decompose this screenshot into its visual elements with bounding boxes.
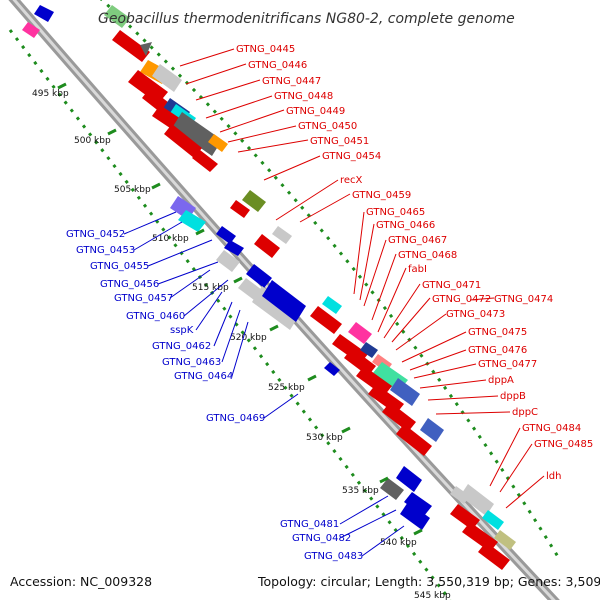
gene-label[interactable]: GTNG_0453 xyxy=(76,245,135,256)
gene-label[interactable]: GTNG_0485 xyxy=(534,439,593,450)
gene-label[interactable]: GTNG_0469 xyxy=(206,413,265,424)
reverse-gene-labels: GTNG_0452 GTNG_0453 GTNG_0455 GTNG_0456 … xyxy=(66,229,363,562)
gene-label[interactable]: GTNG_0475 xyxy=(468,327,527,338)
kbp-label: 495 kbp xyxy=(32,89,69,99)
gc-track-inner xyxy=(8,29,452,600)
gene-label[interactable]: GTNG_0463 xyxy=(162,357,221,368)
gene-label[interactable]: GTNG_0468 xyxy=(398,250,457,261)
accession-text: Accession: NC_009328 xyxy=(10,574,152,589)
kbp-label: 540 kbp xyxy=(380,538,417,548)
kbp-label: 535 kbp xyxy=(342,486,379,496)
gene-label[interactable]: GTNG_0465 xyxy=(366,207,425,218)
kbp-label: 500 kbp xyxy=(74,136,111,146)
reverse-strand-features xyxy=(22,5,432,530)
kbp-label: 545 kbp xyxy=(414,591,451,600)
gene-label[interactable]: GTNG_0456 xyxy=(100,279,159,290)
kbp-label: 510 kbp xyxy=(152,234,189,244)
gene-label[interactable]: GTNG_0446 xyxy=(248,60,307,71)
kbp-label: 525 kbp xyxy=(268,383,305,393)
gene-label[interactable]: GTNG_0449 xyxy=(286,106,345,117)
reverse-gene-leaders xyxy=(123,211,405,557)
gene-label[interactable]: ldh xyxy=(546,471,561,482)
gene-label[interactable]: GTNG_0445 xyxy=(236,44,295,55)
gene-label[interactable]: sspK xyxy=(170,325,194,336)
kbp-label: 505 kbp xyxy=(114,185,151,195)
gene-label[interactable]: GTNG_0457 xyxy=(114,293,173,304)
gene-label[interactable]: GTNG_0483 xyxy=(304,551,363,562)
gene-label[interactable]: GTNG_0460 xyxy=(126,311,185,322)
kbp-label: 515 kbp xyxy=(192,283,229,293)
gene-label[interactable]: GTNG_0464 xyxy=(174,371,233,382)
forward-gene-leaders xyxy=(179,48,545,509)
kbp-label: 520 kbp xyxy=(230,333,267,343)
forward-gene-labels: GTNG_0445 GTNG_0446 GTNG_0447 GTNG_0448 … xyxy=(236,44,593,482)
gene-label[interactable]: dppB xyxy=(500,391,526,402)
gene-label[interactable]: GTNG_0467 xyxy=(388,235,447,246)
gene-label[interactable]: GTNG_0471 xyxy=(422,280,481,291)
topology-summary: Topology: circular; Length: 3,550,319 bp… xyxy=(257,574,600,589)
gene-label[interactable]: dppC xyxy=(512,407,538,418)
kbp-labels: 495 kbp 500 kbp 505 kbp 510 kbp 515 kbp … xyxy=(32,89,451,600)
gene-label[interactable]: GTNG_0450 xyxy=(298,121,357,132)
forward-strand-features xyxy=(104,5,516,570)
gene-label[interactable]: GTNG_0473 xyxy=(446,309,505,320)
gene-label[interactable]: GTNG_0484 xyxy=(522,423,581,434)
scale-ticks xyxy=(57,82,423,536)
gene-label[interactable]: GTNG_0451 xyxy=(310,136,369,147)
gene-label[interactable]: fabI xyxy=(408,264,427,275)
gene-label[interactable]: recX xyxy=(340,175,363,186)
gene-label[interactable]: GTNG_0454 xyxy=(322,151,381,162)
gene-label[interactable]: GTNG_0472 xyxy=(432,294,491,305)
gene-label[interactable]: GTNG_0476 xyxy=(468,345,527,356)
gene-label[interactable]: dppA xyxy=(488,375,514,386)
gene-label[interactable]: GTNG_0482 xyxy=(292,533,351,544)
gene-label[interactable]: GTNG_0462 xyxy=(152,341,211,352)
gene-label[interactable]: GTNG_0477 xyxy=(478,359,537,370)
map-title: Geobacillus thermodenitrificans NG80-2, … xyxy=(98,11,515,27)
gene-label[interactable]: GTNG_0455 xyxy=(90,261,149,272)
gene-label[interactable]: GTNG_0459 xyxy=(352,190,411,201)
gene-label[interactable]: GTNG_0448 xyxy=(274,91,333,102)
gene-label[interactable]: GTNG_0474 xyxy=(494,294,553,305)
gene-label[interactable]: GTNG_0447 xyxy=(262,76,321,87)
kbp-label: 530 kbp xyxy=(306,433,343,443)
gene-label[interactable]: GTNG_0466 xyxy=(376,220,435,231)
gene-label[interactable]: GTNG_0481 xyxy=(280,519,339,530)
gene-label[interactable]: GTNG_0452 xyxy=(66,229,125,240)
